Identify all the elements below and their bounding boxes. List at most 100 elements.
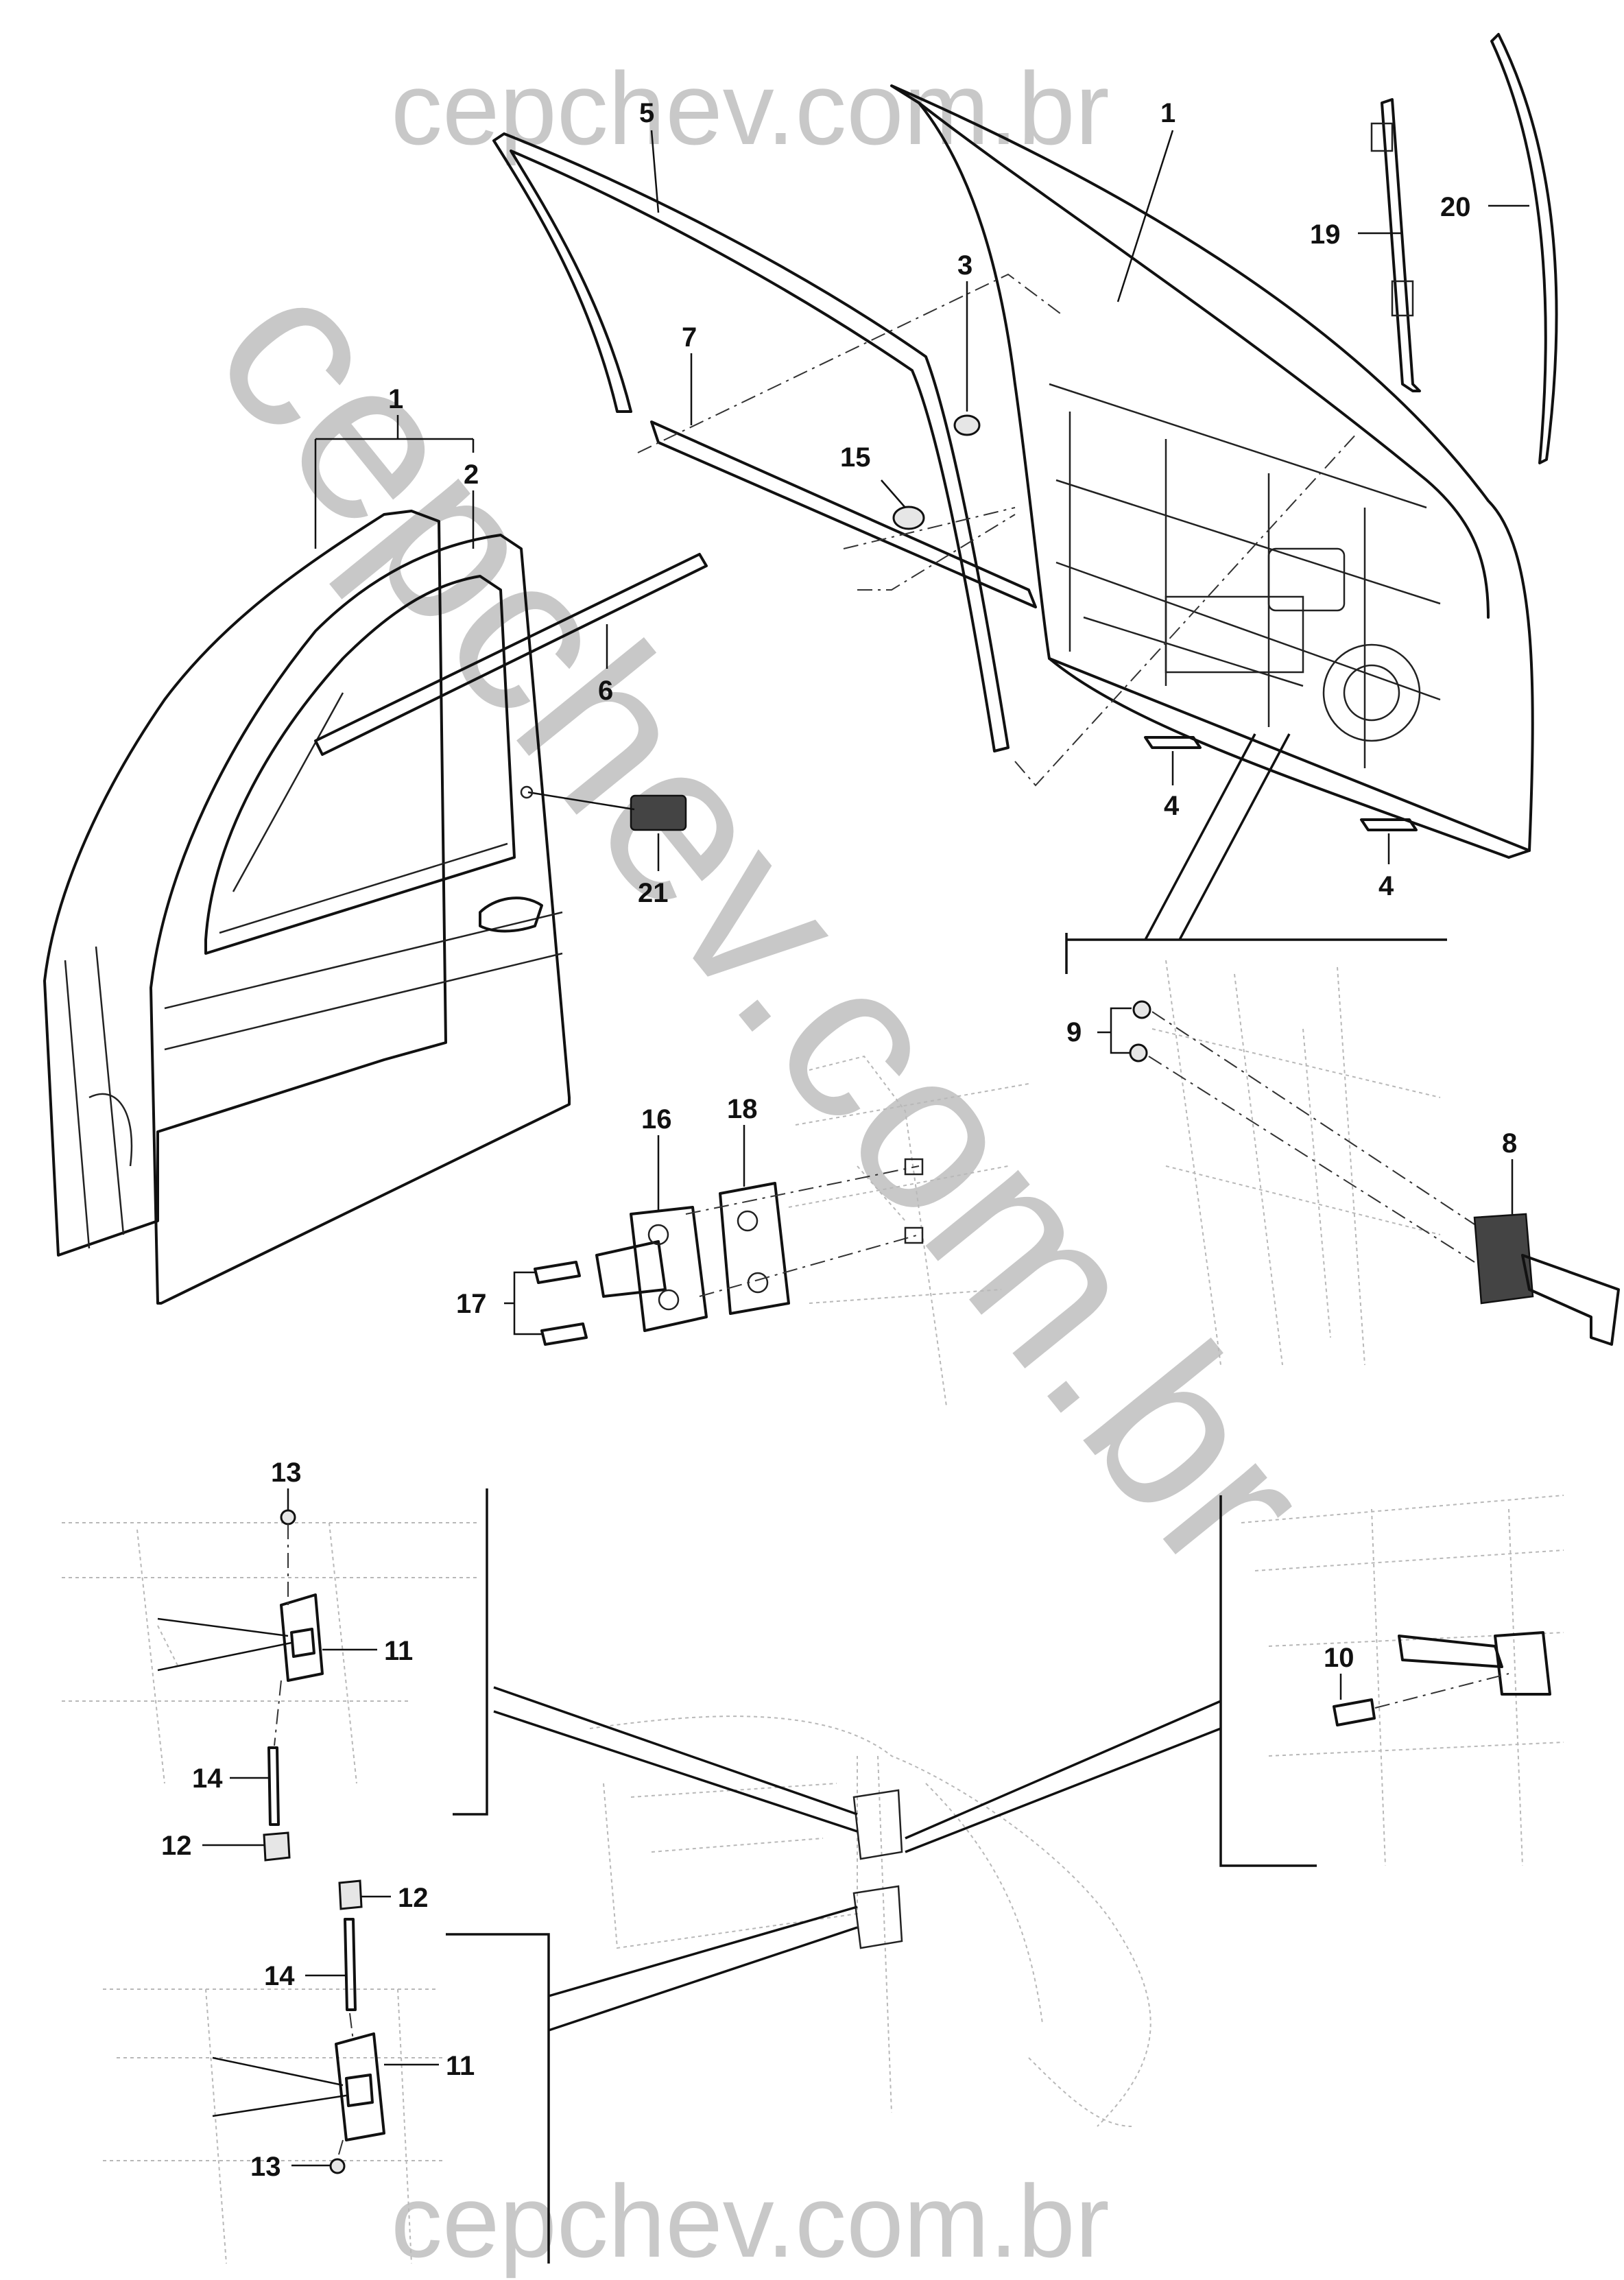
callout-20: 20 xyxy=(1440,192,1471,222)
hinge-plate-section xyxy=(534,1055,1029,1407)
right-connector xyxy=(905,1495,1317,1867)
upper-left-connector xyxy=(453,1488,858,1833)
shim-hole-a xyxy=(737,1210,759,1232)
window-seal-5 xyxy=(492,132,1010,752)
door-assembly xyxy=(43,510,708,1305)
bolt-9b xyxy=(1129,1043,1148,1062)
mirror-mount-point xyxy=(520,785,534,799)
leader-17 xyxy=(504,1271,542,1335)
door-check-arm xyxy=(1521,1254,1620,1346)
callout-2: 2 xyxy=(464,460,479,490)
channel-19-bracket-top xyxy=(1370,122,1394,152)
watermark-bottom: cepchev.com.br xyxy=(391,2163,1110,2279)
callout-12b: 12 xyxy=(398,1883,429,1913)
hinge-weld-nut-b xyxy=(904,1226,924,1244)
bushing-12-upper xyxy=(263,1831,291,1862)
callout-4a: 4 xyxy=(1164,791,1180,821)
bolt-9a xyxy=(1132,1000,1151,1019)
leader-lines xyxy=(202,130,1529,2167)
hinge-hole-b xyxy=(658,1289,680,1311)
bolt-13-upper xyxy=(280,1509,296,1525)
speaker-opening-inner xyxy=(1343,664,1400,722)
plug-4b xyxy=(1360,818,1418,831)
vehicle-overview xyxy=(589,1715,1151,2127)
callout-5: 5 xyxy=(639,98,654,128)
plug-4a xyxy=(1144,736,1202,749)
hinge-11-upper-leader xyxy=(157,1617,292,1672)
lower-hinge-bg xyxy=(103,1988,446,2264)
hinge-dash-lines xyxy=(685,1165,920,1297)
mirror-bracket-21 xyxy=(630,794,687,831)
callout-21: 21 xyxy=(638,878,669,908)
rear-channel-19 xyxy=(1381,98,1421,392)
shim-plate-18 xyxy=(719,1182,790,1315)
callout-7: 7 xyxy=(682,322,697,353)
belt-molding-6 xyxy=(314,553,708,756)
leader-21-line xyxy=(527,791,635,811)
callout-4b: 4 xyxy=(1378,871,1394,901)
callout-6: 6 xyxy=(598,676,613,706)
callout-3: 3 xyxy=(957,250,972,281)
leader-5 xyxy=(650,130,660,213)
hinge-11-upper-knuckle xyxy=(290,1628,315,1658)
window-regulator-motor xyxy=(1267,547,1346,612)
hinge-11-lower-leader xyxy=(212,2056,347,2117)
channel-19-bracket-bottom xyxy=(1391,280,1414,317)
hinge-plate-bg xyxy=(788,1055,1029,1407)
pin-14-lower xyxy=(344,1918,357,2011)
callout-12a: 12 xyxy=(161,1831,192,1861)
leader-left-1 xyxy=(314,415,475,549)
door-outer-panel-2 xyxy=(150,534,571,1305)
bolt-10 xyxy=(1333,1698,1376,1726)
door-inner-structure xyxy=(1049,383,1441,768)
check-strap-bg xyxy=(1151,960,1441,1366)
watermark-diagonal: cepchev.com.br xyxy=(167,228,1360,1617)
check-link-dash xyxy=(1374,1673,1509,1709)
vehicle-body-outline xyxy=(589,1715,1151,2127)
watermark-top: cepchev.com.br xyxy=(391,51,1110,166)
lock-module xyxy=(1165,595,1304,674)
leader-15 xyxy=(881,479,906,508)
hinge-11-upper xyxy=(280,1593,324,1682)
callout-11a: 11 xyxy=(384,1636,413,1666)
upper-hinge-axis xyxy=(274,1524,289,1746)
hinge-bracket-16 xyxy=(595,1240,667,1298)
callout-18: 18 xyxy=(727,1094,758,1124)
callout-8: 8 xyxy=(1502,1128,1517,1159)
lower-check-bg xyxy=(1241,1495,1564,1866)
callout-1-top: 1 xyxy=(1160,98,1175,128)
bolt-17b xyxy=(540,1322,588,1346)
body-pillar-detail xyxy=(64,946,133,1249)
door-glass-edge xyxy=(918,102,1490,619)
shim-hole-b xyxy=(747,1272,769,1294)
door-window-frame xyxy=(204,575,516,955)
bolt-17a xyxy=(534,1261,581,1284)
check-strap-dash xyxy=(1148,1011,1475,1263)
glass-channel-20 xyxy=(1490,33,1558,464)
lower-left-connector xyxy=(446,1905,858,2264)
callout-10: 10 xyxy=(1324,1643,1354,1673)
callout-14b: 14 xyxy=(264,1961,295,1991)
hinge-plate-16 xyxy=(630,1206,708,1332)
callout-9: 9 xyxy=(1066,1017,1082,1047)
bushing-12-lower xyxy=(338,1879,363,1910)
lower-check-section xyxy=(1241,1495,1564,1866)
callout-13a: 13 xyxy=(271,1458,302,1488)
bottom-connectors xyxy=(446,1488,1317,2264)
callout-14a: 14 xyxy=(192,1764,223,1794)
door-body-line xyxy=(164,911,563,1051)
vehicle-hinge-upper xyxy=(852,1789,903,1860)
check-link-10-arm xyxy=(1398,1635,1503,1668)
hinge-11-lower-knuckle xyxy=(345,2074,374,2107)
lower-hinge-axis xyxy=(337,2012,354,2160)
door-check-8 xyxy=(1473,1213,1534,1305)
check-link-10-body xyxy=(1494,1631,1551,1696)
pin-14-upper xyxy=(267,1746,280,1826)
callout-15: 15 xyxy=(840,442,871,473)
upper-hinge-bg xyxy=(62,1522,480,1784)
leader-9 xyxy=(1097,1007,1132,1054)
check-strap-section xyxy=(1065,733,1620,1366)
check-strap-frame xyxy=(1065,733,1447,974)
door-frame-inner xyxy=(890,84,1534,859)
